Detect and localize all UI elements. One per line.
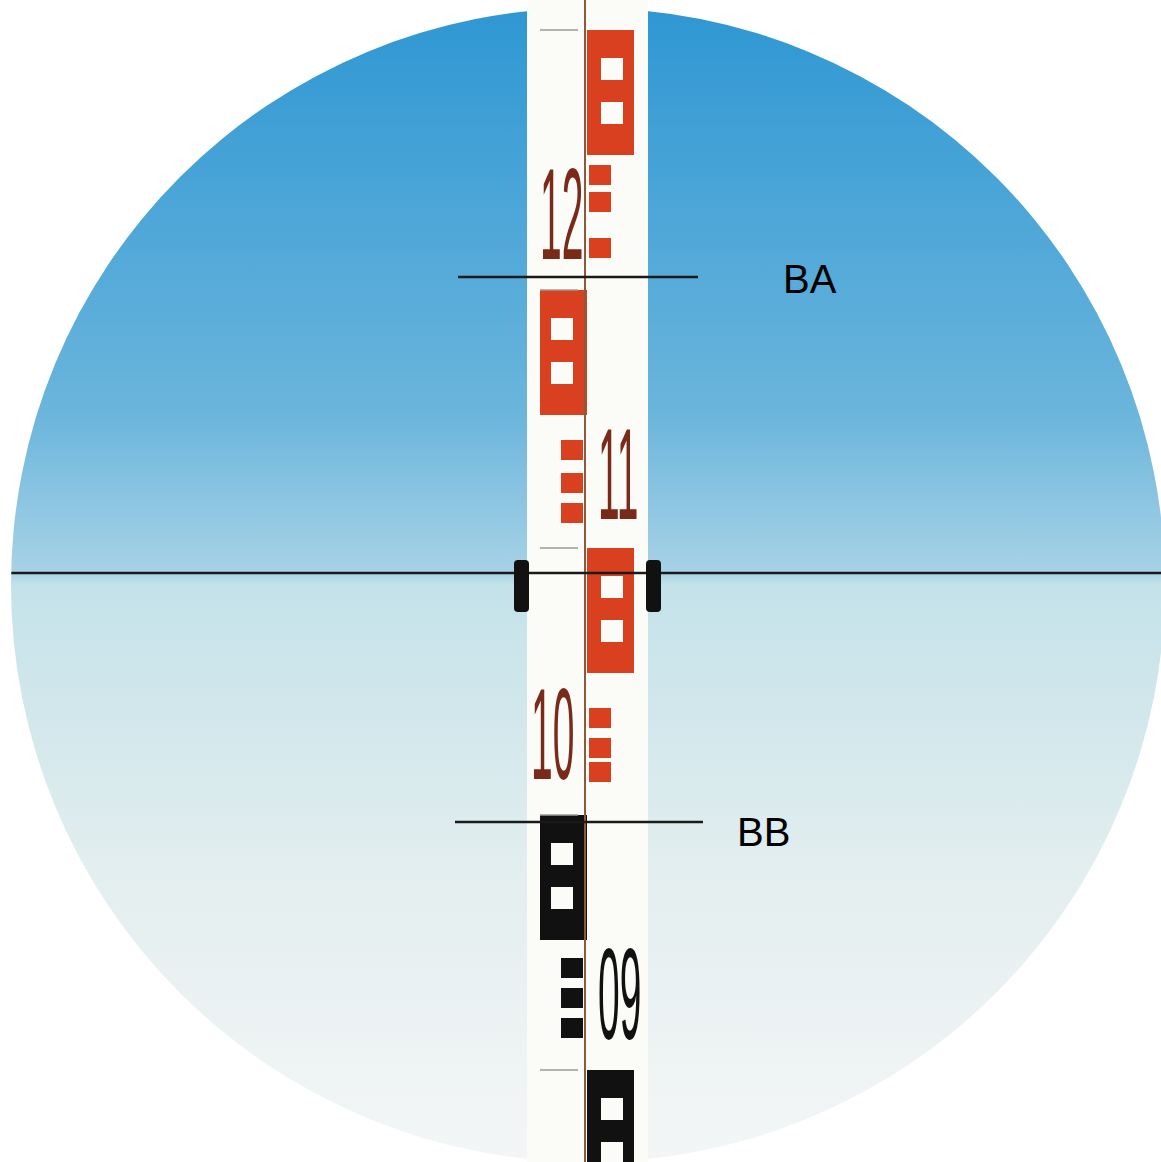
staff-tick [540, 1069, 578, 1071]
staff-e-notch [601, 1098, 623, 1120]
staff-e-notch [601, 1142, 623, 1162]
staff-cm-square [589, 738, 611, 758]
levelling-staff [527, 0, 648, 1162]
staff-cm-square [589, 165, 611, 185]
staff-cm-square [561, 988, 583, 1008]
staff-tick [540, 29, 578, 31]
reticle-tick [514, 560, 529, 612]
staff-cm-square [561, 1018, 583, 1038]
staff-tick [540, 814, 578, 816]
staff-e-notch [551, 318, 573, 340]
staff-cm-square [561, 958, 583, 978]
staff-cm-square [589, 192, 611, 212]
staff-e-block [587, 1070, 634, 1162]
staff-e-block [540, 815, 587, 940]
reticle-tick [646, 560, 661, 612]
staff-number: 09 [598, 929, 641, 1059]
lower-stadia-hair [455, 821, 703, 824]
staff-e-notch [601, 58, 623, 80]
staff-e-block [587, 30, 634, 155]
staff-tick [540, 289, 578, 291]
staff-cm-square [589, 238, 611, 258]
horizontal-crosshair [0, 572, 1161, 575]
staff-centre-line [584, 0, 586, 1162]
staff-cm-square [589, 708, 611, 728]
staff-e-notch [601, 102, 623, 124]
staff-cm-square [561, 503, 583, 523]
staff-number: 10 [531, 669, 574, 799]
staff-e-notch [601, 620, 623, 642]
staff-e-notch [551, 887, 573, 909]
stadia-label: BB [737, 812, 790, 852]
staff-tick [540, 547, 578, 549]
staff-e-notch [551, 843, 573, 865]
staff-e-notch [551, 362, 573, 384]
staff-cm-square [561, 440, 583, 460]
staff-e-block [540, 290, 587, 415]
staff-cm-square [589, 762, 611, 782]
staff-cm-square [561, 473, 583, 493]
staff-number: 12 [540, 149, 583, 279]
staff-e-notch [601, 576, 623, 598]
staff-e-block [587, 548, 634, 673]
stadia-label: BA [783, 259, 836, 299]
staff-number: 11 [598, 409, 638, 539]
